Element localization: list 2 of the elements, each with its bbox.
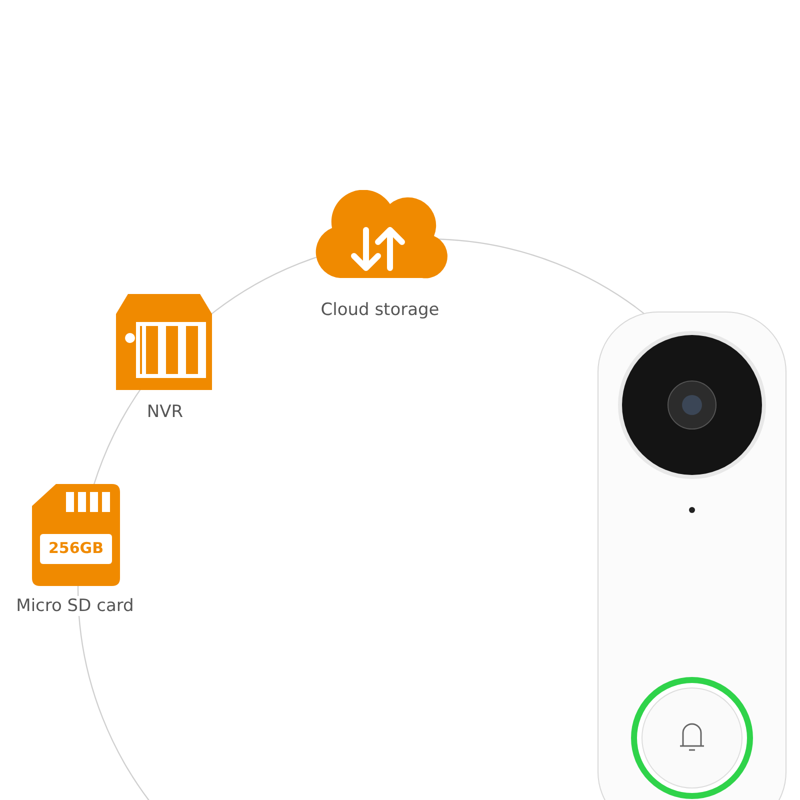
storage-label: Cloud storage xyxy=(318,300,442,320)
capacity-text: 256GB xyxy=(48,539,104,557)
